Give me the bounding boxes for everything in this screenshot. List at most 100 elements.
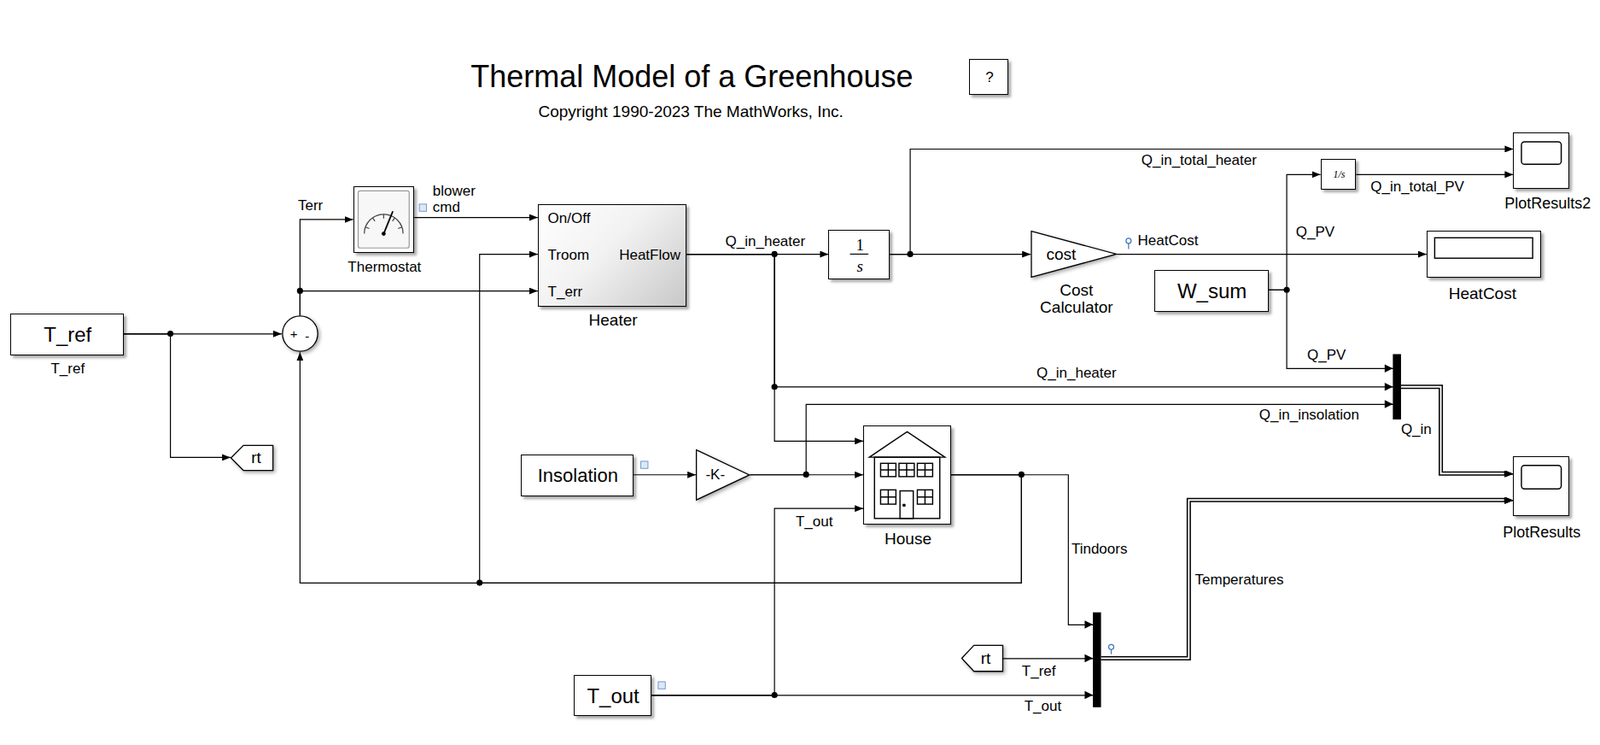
integrator-block: 1s [828, 229, 890, 281]
gain-block: -K- [695, 449, 750, 501]
mux-bar [1092, 353, 1402, 707]
scope-screen-part [1521, 465, 1562, 489]
gain-value: cost [1046, 245, 1077, 263]
heater-subsystem: On/OffTroomT_errHeatFlowHeater [537, 204, 687, 307]
gain-block-outline-shape [1031, 231, 1117, 278]
house-icon-part [869, 431, 945, 457]
signal-line [299, 291, 538, 316]
port-icon-part [641, 461, 649, 468]
gain-block-outline-shape [696, 449, 750, 500]
signal-line [1268, 289, 1514, 473]
signal-probe-part [1110, 648, 1112, 654]
signal-name: Q_PV [1307, 347, 1346, 364]
diagram-title: Thermal Model of a Greenhouse [470, 59, 913, 94]
help-button: ? [969, 58, 1008, 95]
scope-block: PlotResults [1512, 455, 1570, 515]
numerator: 1 [856, 235, 865, 254]
denominator: s [857, 256, 864, 275]
signal-name: Q_in_total_PV [1370, 178, 1465, 195]
bus-line-part [1101, 499, 1505, 658]
gauge-icon-part [365, 214, 403, 229]
signal-name: Terr [297, 198, 323, 215]
block-name: Heater [589, 311, 638, 330]
signal-line [299, 219, 353, 316]
sum-block-outline [281, 315, 319, 352]
scope-screen [1521, 141, 1562, 489]
gain-block: costCost Calculator [1030, 230, 1118, 278]
gauge-icon-part [381, 231, 386, 236]
house-icon-part [880, 462, 933, 477]
signal-probe-part [1127, 243, 1129, 250]
gain-value: -K- [705, 466, 725, 483]
block-name: T_ref [50, 361, 85, 378]
signal-line [889, 148, 1513, 254]
signal-probe-part [1126, 238, 1132, 244]
display-window [1434, 237, 1533, 258]
goto-tag-outline-shape [231, 444, 274, 470]
bus-line-part [1401, 386, 1505, 474]
signal-line [633, 473, 696, 475]
copyright-caption: Copyright 1990-2023 The MathWorks, Inc. [537, 103, 843, 122]
port-label: Troom [548, 246, 590, 263]
signal-name: T_out [795, 513, 833, 530]
constant-block: W_sum [1154, 269, 1269, 312]
signal-name: T_out [1024, 698, 1062, 715]
signal-name: Q_in_total_heater [1141, 151, 1257, 169]
signal-name: Q_in_heater [1036, 365, 1117, 382]
tag-name: rt [251, 449, 262, 468]
block-name: PlotResults [1502, 524, 1581, 542]
constant-block: T_refT_ref [10, 313, 124, 356]
signal-line [1003, 500, 1514, 659]
from-tag-outline-shape [961, 645, 1003, 672]
signal-name: T_ref [1021, 663, 1057, 680]
gauge-icon-part [383, 210, 393, 234]
port-label: T_err [548, 283, 584, 300]
bus-name: Q_in [1401, 421, 1432, 438]
signal-line [651, 508, 865, 695]
signal-probe-part [1109, 643, 1115, 649]
block-value: T_ref [43, 323, 92, 346]
port-icon-part [658, 681, 666, 689]
sign-label: - [304, 329, 310, 345]
signal-name: Q_PV [1296, 224, 1335, 241]
house-icon-part [903, 503, 906, 506]
fraction-bar-part [850, 253, 870, 255]
constant-block: Insolation [520, 454, 635, 497]
branch-dot [167, 251, 1291, 698]
block-name: Cost Calculator [1032, 281, 1122, 316]
thermostat-block: Thermostat [353, 186, 415, 254]
constant-block: T_out [573, 674, 652, 716]
signal-line [1355, 174, 1513, 176]
port-label: HeatFlow [618, 246, 681, 263]
goto-tag: rt [230, 444, 274, 471]
bus-line-part [1401, 386, 1506, 474]
block-value: 1/s [1332, 169, 1345, 182]
signal-line [414, 216, 538, 218]
signal-line [1117, 253, 1427, 255]
signal-line [951, 474, 1514, 659]
house-icon-part [880, 489, 933, 504]
tag-name: rt [981, 648, 992, 667]
sum-block-outline-shape [282, 315, 318, 351]
block-value: W_sum [1177, 280, 1247, 303]
block-value: Insolation [537, 465, 619, 486]
mux-input-arrowhead [1084, 363, 1393, 699]
scope-block: PlotResults2 [1512, 132, 1570, 189]
signal-name: Q_in_heater [725, 233, 806, 251]
house-subsystem: House [863, 425, 952, 525]
signal-name: Q_in_insolation [1259, 407, 1360, 424]
gauge-icon-part [364, 214, 403, 234]
block-name: House [884, 529, 932, 548]
sign-label: + [290, 327, 298, 342]
display-block: HeatCost [1426, 230, 1542, 278]
port-label: On/Off [548, 210, 591, 227]
from-tag: rt [961, 644, 1004, 672]
sum-block: +- [281, 315, 319, 352]
integrator-block: 1/s [1320, 158, 1357, 190]
signal-line [686, 254, 1513, 474]
signal-line [749, 386, 1513, 475]
scope-screen-part [1521, 141, 1562, 164]
bus-name: Temperatures [1195, 572, 1285, 589]
house-icon-part [899, 490, 914, 519]
bus-line [1101, 386, 1506, 659]
